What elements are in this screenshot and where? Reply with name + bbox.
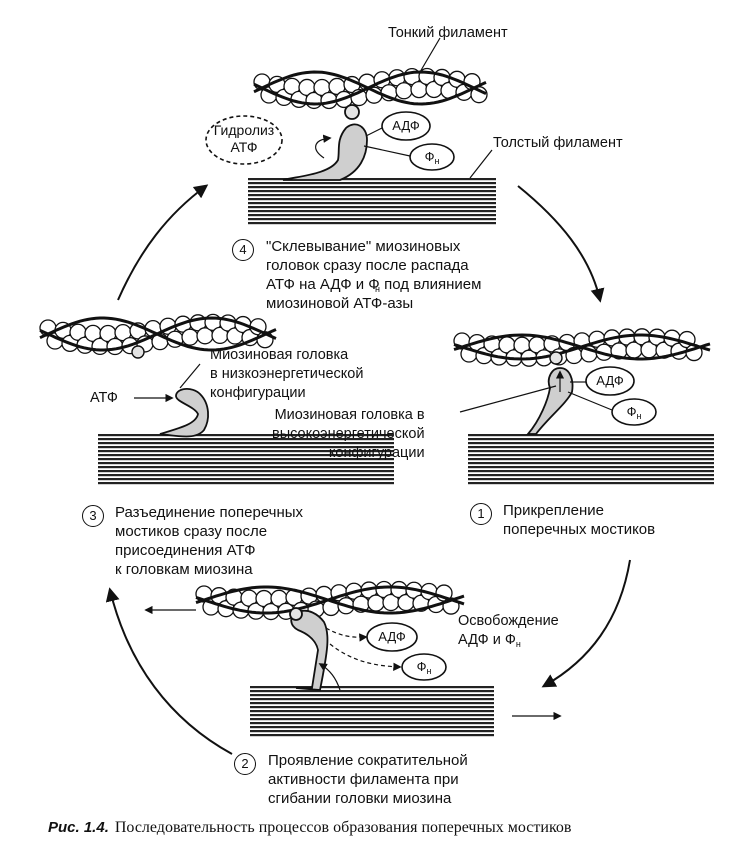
atp-label: АТФ (90, 390, 118, 406)
release-arrow-pi (329, 643, 402, 671)
release-text: Освобождение АДФ и Ф (458, 613, 559, 648)
leader-thick-filament (469, 149, 493, 179)
thin-filament-label: Тонкий филамент (388, 25, 508, 41)
release-sub: н (515, 639, 521, 649)
release-arrow-adp (325, 627, 368, 642)
thin-filament-right (453, 328, 711, 367)
step-4-body: "Склевывание" миозиновых головок сразу п… (266, 238, 469, 312)
thick-filament-block-4 (250, 686, 494, 737)
cycle-arrow-right-bottom (541, 559, 631, 688)
pi-main: Ф (416, 659, 427, 674)
cycle-arrow-left-top (117, 184, 209, 301)
binding-site-left (131, 345, 145, 359)
pi-label-bottom: Фн (402, 659, 446, 676)
leader-high-energy (459, 385, 557, 413)
adp-label-top: АДФ (392, 118, 420, 133)
pi-sub: н (434, 156, 440, 166)
figure-caption: Рис. 1.4. Последовательность процессов об… (48, 819, 571, 837)
hydrolysis-line2: АТФ (230, 139, 258, 155)
step-4-number: 4 (232, 239, 254, 261)
caption-text: Последовательность процессов образования… (114, 819, 572, 836)
leader-low-energy (179, 363, 201, 389)
thick-filament-block-3 (468, 434, 714, 485)
step-4-line3-tail: под влиянием (379, 276, 482, 293)
myosin-head-left (159, 388, 209, 438)
myosin-neck-top (344, 104, 360, 120)
binding-site-right (549, 351, 563, 365)
myosin-neck-bottom (289, 607, 303, 621)
hydrolysis-arrow (315, 134, 332, 159)
step-3-number: 3 (82, 505, 104, 527)
myosin-head-top (282, 123, 368, 181)
low-energy-head-label: Миозиновая головка в низкоэнергетической… (210, 347, 364, 401)
myosin-heads (159, 104, 574, 691)
step-4-pi-tail: н под влиянием (375, 275, 481, 299)
step-4-pi-sub: н (375, 284, 380, 294)
adp-label-right: АДФ (596, 373, 624, 388)
flex-arrow (318, 663, 341, 691)
thick-filament-label: Толстый филамент (493, 135, 623, 151)
hydrolysis-label: Гидролиз АТФ (208, 122, 280, 156)
pi-main: Ф (626, 404, 637, 419)
step-1-text: Прикрепление поперечных мостиков (503, 502, 656, 538)
thin-filaments (39, 67, 711, 621)
adp-oval-top (381, 111, 431, 141)
myosin-head-bottom (290, 609, 329, 691)
leader-thin-filament (419, 37, 441, 73)
step-4-text: "Склевывание" миозиновых головок сразу п… (266, 237, 469, 313)
thin-filament-top (253, 67, 488, 110)
pi-oval-bottom (401, 653, 447, 681)
high-energy-head-label: Миозиновая головка в высокоэнергетическо… (272, 407, 425, 461)
pi-label-right: Фн (612, 404, 656, 421)
adp-oval-right (585, 366, 635, 396)
thick-filament-block-2 (98, 434, 394, 485)
pi-sub: н (426, 666, 432, 676)
pi-oval-right (611, 398, 657, 426)
leader-adp-top (365, 127, 383, 137)
pi-oval-top (409, 143, 455, 171)
thick-filament-block-1 (248, 178, 496, 225)
hydrolysis-oval (205, 115, 283, 165)
pi-label-top: Фн (410, 149, 454, 166)
caption-prefix: Рис. 1.4. (48, 819, 109, 836)
leader-pi-top (363, 145, 411, 157)
step-2-number: 2 (234, 753, 256, 775)
thin-filament-bottom (195, 580, 465, 621)
step-1-number: 1 (470, 503, 492, 525)
cycle-arrow-top-right (517, 185, 605, 303)
step-3-text: Разъединение поперечных мостиков сразу п… (115, 504, 304, 578)
pi-main: Ф (424, 149, 435, 164)
myosin-head-right (526, 367, 574, 435)
step-2-text: Проявление сократительной активности фил… (268, 752, 468, 807)
cycle-arrow-bottom-left (105, 587, 233, 755)
pi-sub: н (636, 411, 642, 421)
release-label: Освобождение АДФ и Фн (458, 612, 559, 654)
thick-filaments (98, 178, 714, 737)
hydrolysis-line1: Гидролиз (213, 122, 275, 138)
adp-label-bottom: АДФ (378, 629, 406, 644)
leader-pi-right (567, 391, 613, 411)
